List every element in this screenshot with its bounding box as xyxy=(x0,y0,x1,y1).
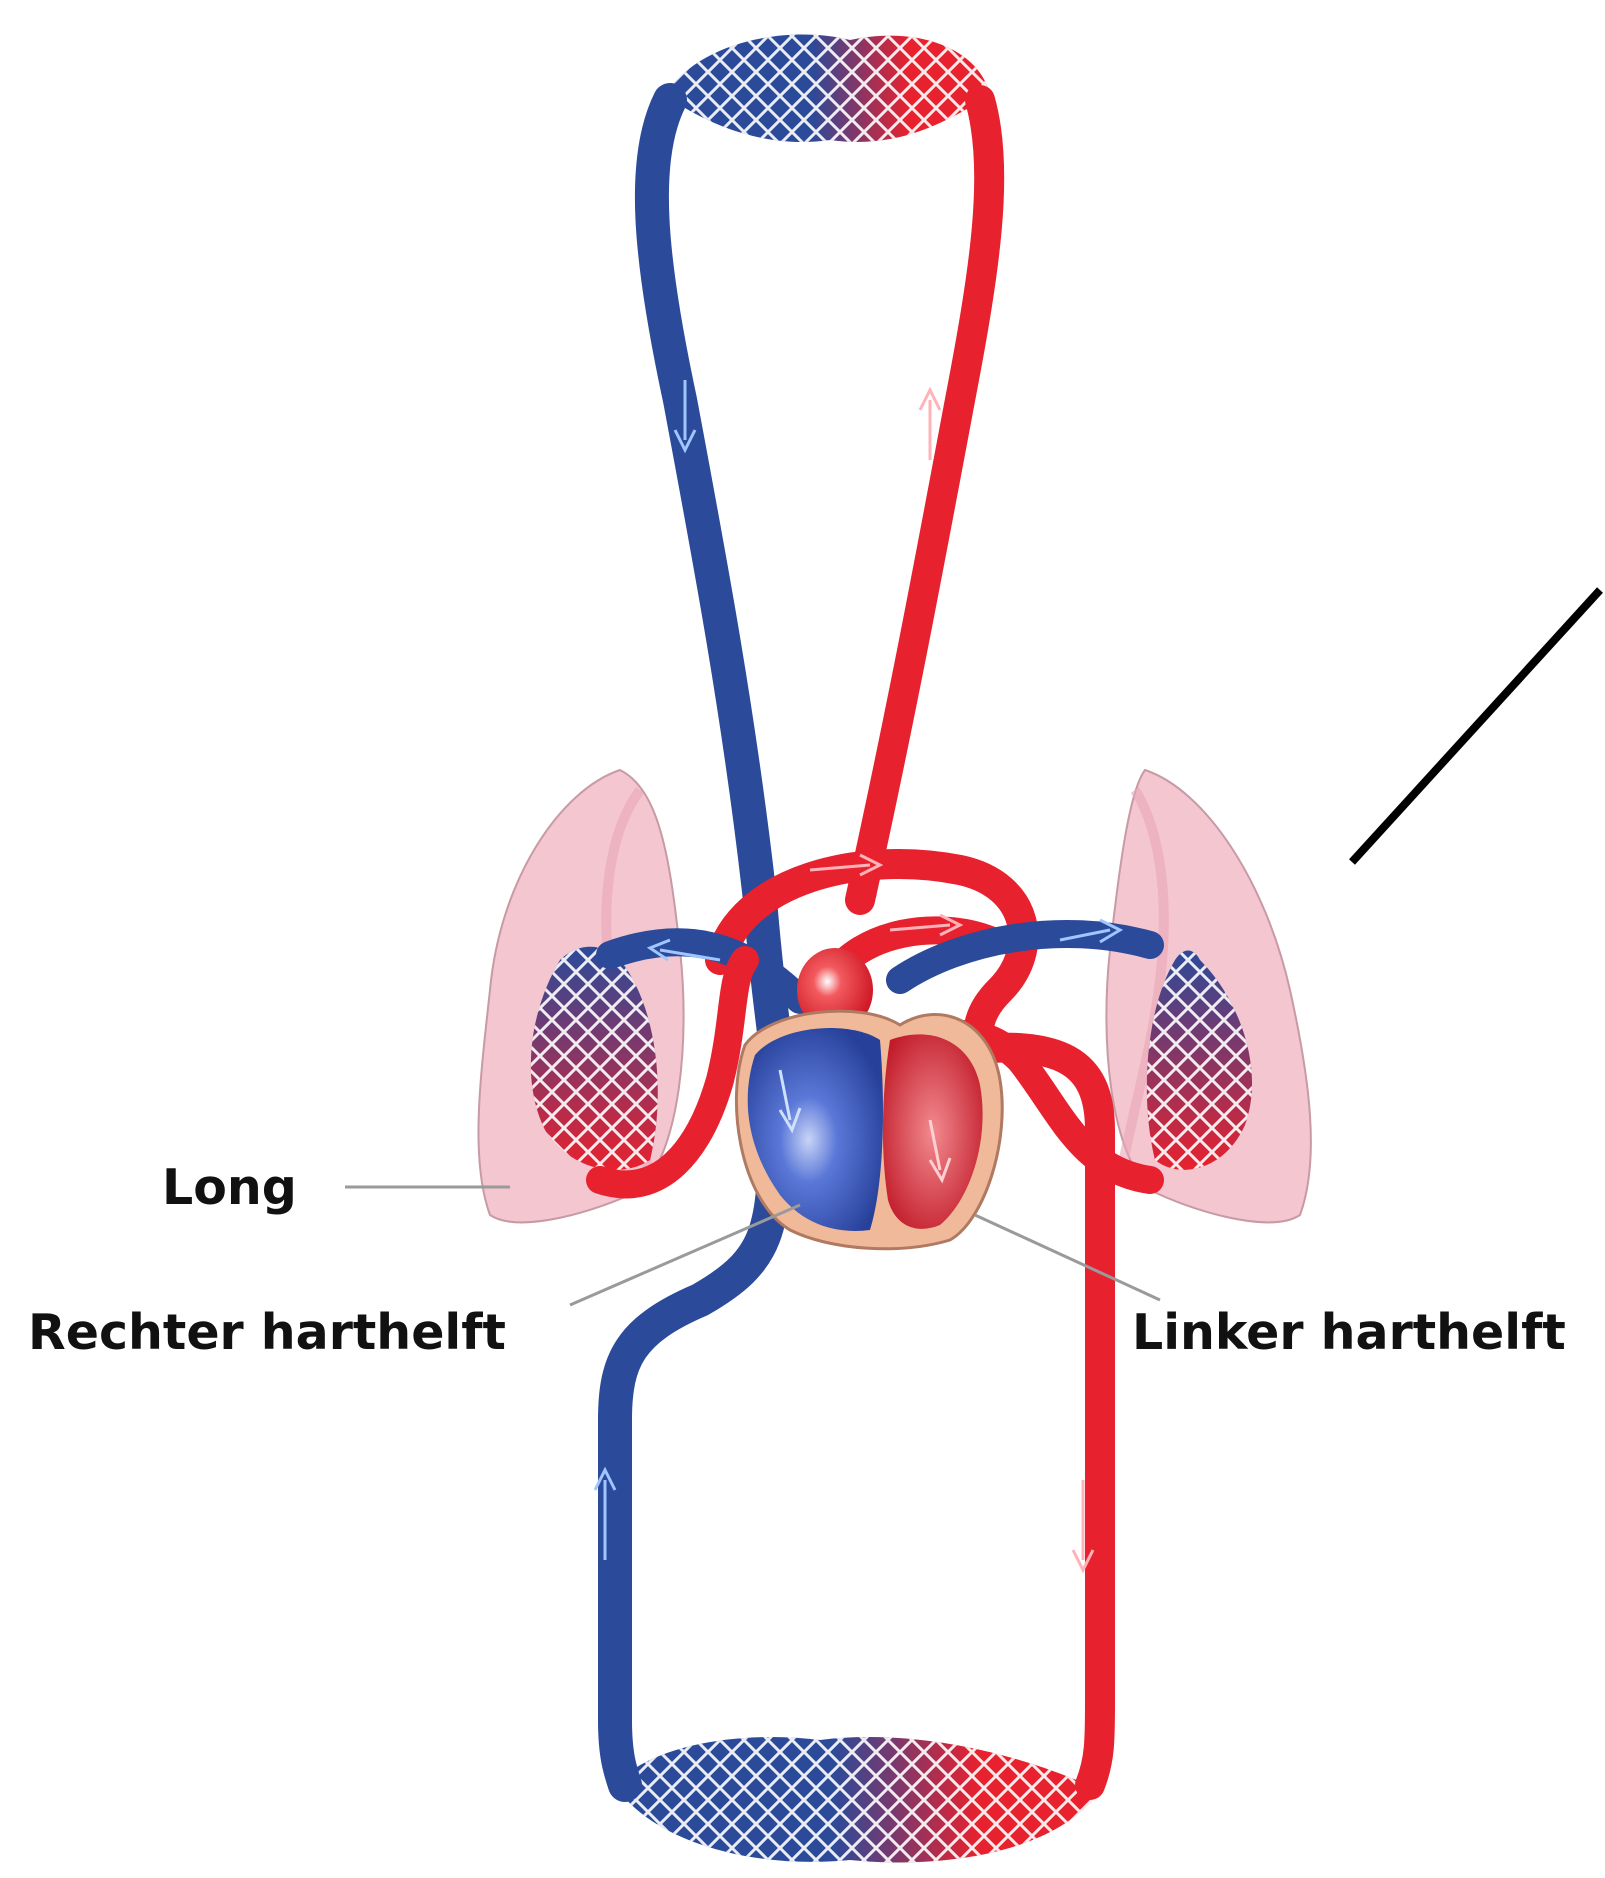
heart xyxy=(736,1011,1002,1249)
label-linker-harthelft: Linker harthelft xyxy=(1132,1308,1566,1357)
pointer-line xyxy=(1352,590,1600,862)
leader-line-linker-harthelft xyxy=(975,1215,1160,1300)
capillary-bed-lower xyxy=(615,1737,1100,1862)
artery-upper xyxy=(860,100,989,900)
label-rechter-harthelft: Rechter harthelft xyxy=(28,1308,506,1357)
label-long: Long xyxy=(162,1163,297,1212)
vein-lower xyxy=(615,1120,775,1785)
capillary-bed-upper xyxy=(665,35,990,142)
